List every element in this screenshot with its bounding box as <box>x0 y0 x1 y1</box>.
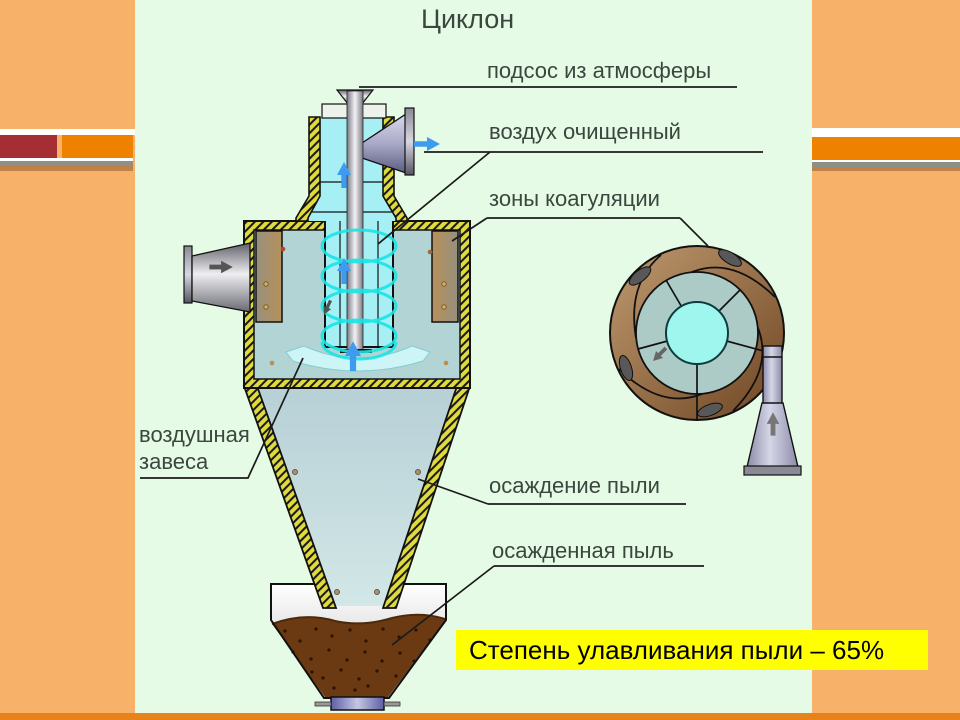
coagulation-panel-left <box>255 230 283 323</box>
settled-dust-pile <box>272 614 445 697</box>
cone-dust-specks <box>292 469 421 595</box>
right-white-band <box>812 128 960 137</box>
label-coagulation-zones: зоны коагуляции <box>489 186 660 211</box>
left-red-block <box>0 135 57 158</box>
dust-hopper <box>270 583 447 711</box>
left-gray-stripe <box>0 161 133 166</box>
discharge-valve <box>330 696 385 711</box>
dusty-air-inlet-pipe <box>183 242 251 313</box>
clean-air-right-arrow <box>414 137 440 151</box>
label-dust-settling: осаждение пыли <box>489 473 660 498</box>
bottom-accent-strip <box>0 713 960 720</box>
cyclone-cone <box>242 385 472 609</box>
top-view-inlet-pipe <box>743 345 802 476</box>
panel-rivets <box>263 281 447 310</box>
label-atmosphere-intake: подсос из атмосферы <box>487 58 712 83</box>
label-air-curtain: воздушная завеса <box>139 422 250 474</box>
body-dust-specks <box>269 246 449 366</box>
page-title: Циклон <box>421 4 515 34</box>
core-circle <box>665 301 729 365</box>
capture-rate-banner: Степень улавливания пыли – 65% <box>456 630 928 670</box>
right-tan-stripe <box>812 167 960 171</box>
left-orange-block <box>62 135 133 158</box>
label-settled-dust: осажденная пыль <box>492 538 674 563</box>
vane-blobs <box>618 249 742 418</box>
right-white-line <box>812 160 960 162</box>
dust-specks <box>283 627 432 692</box>
leader-lines <box>140 86 763 646</box>
left-white-line <box>0 158 133 161</box>
left-white-band <box>0 129 135 135</box>
top-view-circle <box>609 245 802 476</box>
vortex-spiral <box>320 228 398 361</box>
right-orange-block <box>812 137 960 160</box>
label-clean-air: воздух очищенный <box>489 119 681 144</box>
left-tan-stripe <box>0 166 133 171</box>
vane-arcs <box>618 254 776 412</box>
right-gray-stripe <box>812 162 960 167</box>
